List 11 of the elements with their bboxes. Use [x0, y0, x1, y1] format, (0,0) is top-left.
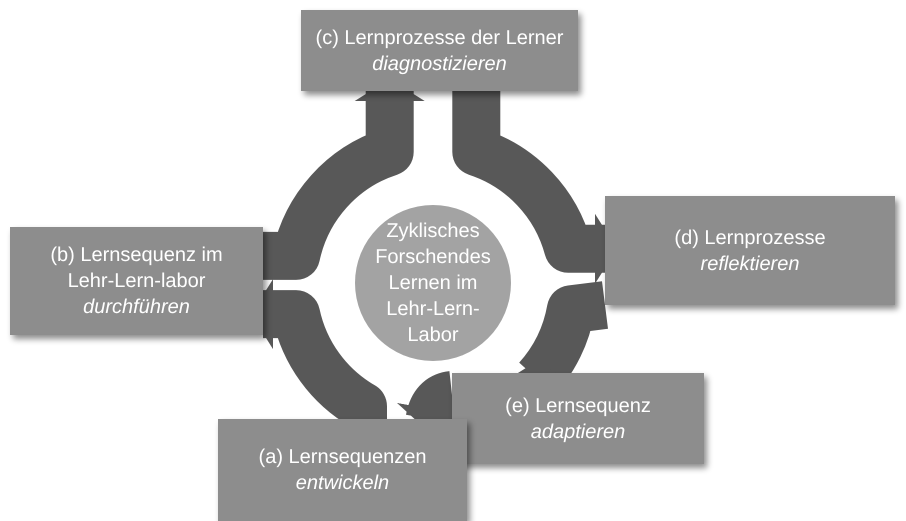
step-box [605, 196, 895, 305]
step-label: Zyklisches Forschendes Lernen im Lehr-Lern-Labor [374, 219, 492, 348]
step-label: (c) Lernprozesse der Lerner diagnostizieren [314, 26, 564, 76]
step-box [301, 10, 578, 91]
step-label: (b) Lernsequenz im Lehr-Lern-labor durchführen [49, 243, 224, 320]
step-box [218, 419, 467, 521]
step-label: (a) Lernsequenzen entwickeln [258, 445, 428, 496]
step-label: (d) Lernprozesse reflektieren [673, 226, 827, 276]
step-label: (e) Lernsequenz adaptieren [504, 394, 652, 444]
step-box [452, 373, 704, 464]
step-box [10, 227, 263, 335]
